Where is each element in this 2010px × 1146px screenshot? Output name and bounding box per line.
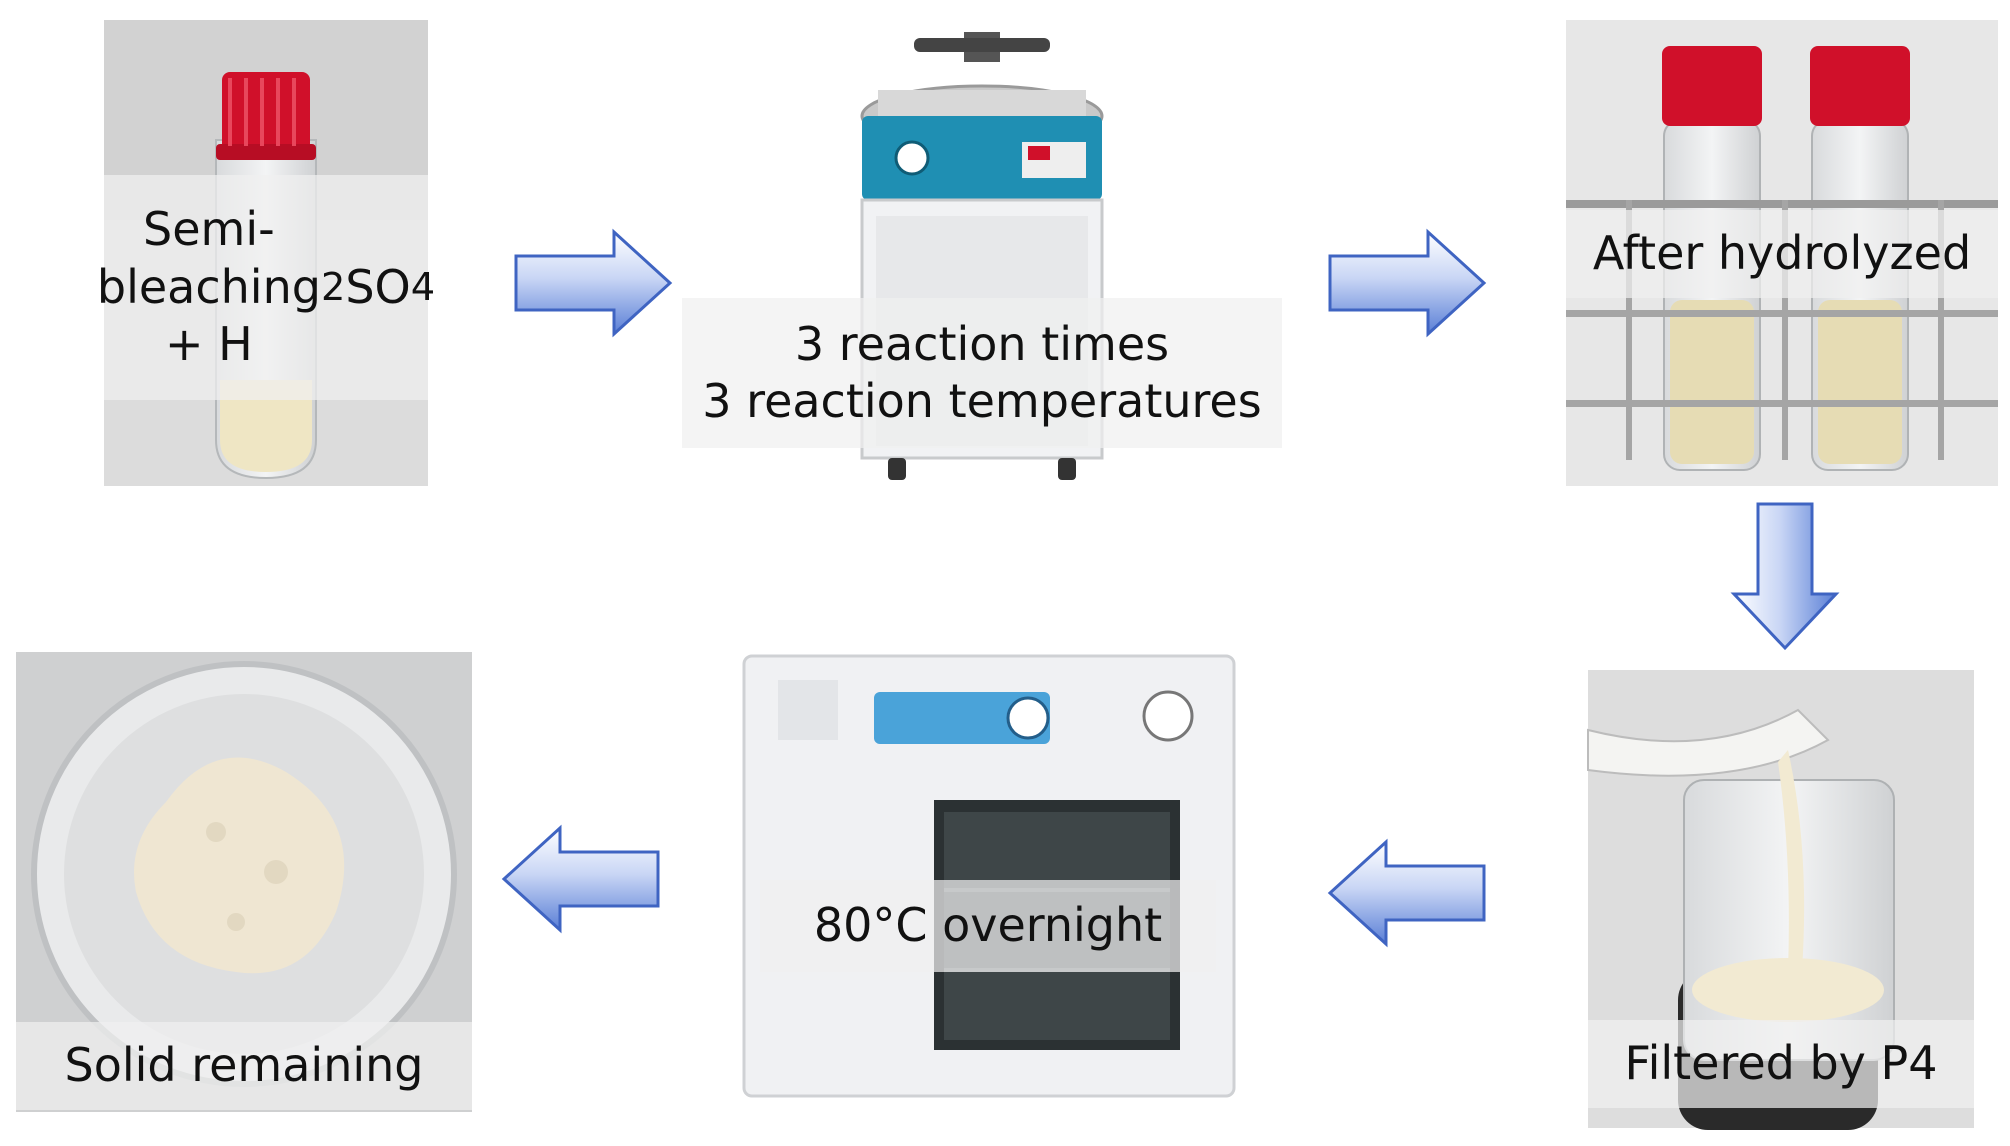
step5-photo-panel: 80°C overnight: [738, 650, 1240, 1105]
step6-caption: Solid remaining: [16, 1022, 472, 1110]
step2-photo-panel: 3 reaction times 3 reaction temperatures: [682, 20, 1282, 486]
step6-photo-panel: Solid remaining: [16, 652, 472, 1112]
step4-caption: Filtered by P4: [1588, 1020, 1974, 1108]
arrow-step4-to-step5: [1326, 838, 1486, 948]
arrow-left-icon: [1327, 838, 1486, 948]
arrow-step5-to-step6: [500, 824, 660, 934]
arrow-left-icon: [501, 824, 660, 934]
step5-caption: 80°C overnight: [760, 880, 1216, 972]
arrow-down-icon: [1730, 502, 1840, 651]
step2-caption: 3 reaction times 3 reaction temperatures: [682, 298, 1282, 448]
arrow-step2-to-step3: [1328, 228, 1488, 338]
vacuum-oven-illustration: [738, 650, 1240, 1105]
arrow-right-icon: [514, 228, 673, 338]
arrow-right-icon: [1328, 228, 1487, 338]
step4-photo-panel: Filtered by P4: [1587, 670, 1974, 1130]
arrow-step1-to-step2: [514, 228, 674, 338]
arrow-step3-to-step4: [1730, 502, 1840, 652]
step3-photo-panel: After hydrolyzed: [1566, 20, 1998, 486]
step3-caption: After hydrolyzed: [1566, 210, 1998, 298]
